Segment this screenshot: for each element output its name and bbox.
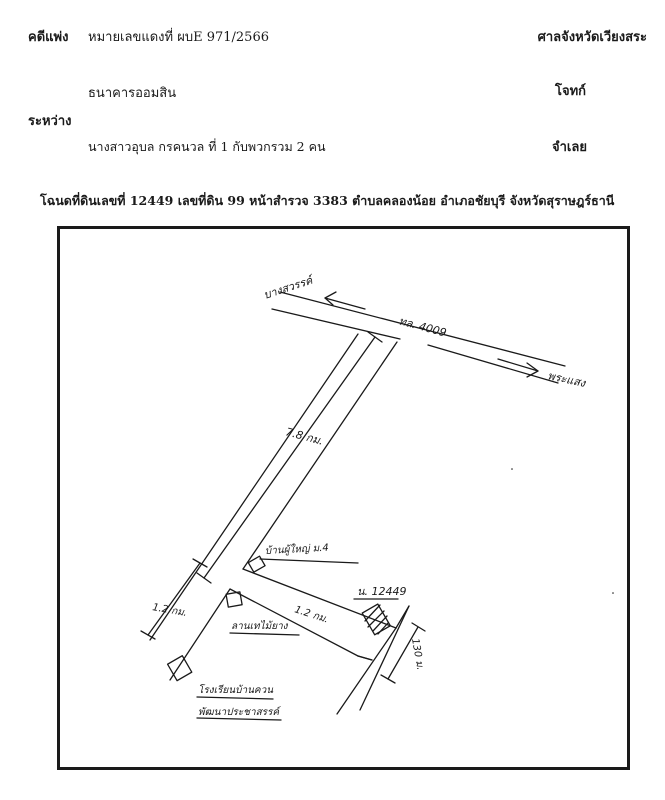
- label-left-distance: 1.2 กม.: [151, 602, 187, 619]
- arrow-southeast-line: [497, 358, 539, 372]
- side-road-end-cap: [357, 655, 373, 661]
- speck-1: [511, 468, 513, 470]
- distance-guide-parcel: [387, 626, 419, 680]
- label-parcel-number: น. 12449: [357, 585, 407, 598]
- distance-guide-main: [203, 336, 376, 579]
- parcel-12449-marker: [361, 603, 391, 636]
- rubber-yard-marker: [225, 591, 243, 608]
- arrow-southeast-head: [526, 362, 539, 378]
- location-map: บางสวรรค์ ทล. 4009 พระแสง 7.8 กม. บ้านผู…: [57, 226, 630, 770]
- distance-guide-left: [147, 562, 201, 636]
- distance-tick-bottom: [196, 572, 212, 584]
- label-side-road-distance: 1.2 กม.: [293, 604, 330, 625]
- arrow-northwest-line: [324, 297, 366, 310]
- label-highway: ทล. 4009: [397, 314, 448, 339]
- school-underline-1: [196, 696, 274, 700]
- side-road-top-edge: [242, 568, 397, 629]
- highway-edge-bottom-right: [427, 344, 559, 384]
- label-north-destination: บางสวรรค์: [262, 273, 317, 302]
- case-number: หมายเลขแดงที่ ผบE 971/2566: [88, 30, 269, 45]
- case-type-label: คดีแพ่ง: [28, 30, 69, 45]
- parcel-road-right: [359, 605, 410, 711]
- distance-tick-left-bottom: [140, 630, 156, 640]
- label-village-head-house: บ้านผู้ใหญ่ ม.4: [265, 542, 330, 557]
- distance-tick-top: [367, 331, 383, 343]
- village-head-house-marker: [247, 555, 266, 573]
- main-road-left-edge: [149, 333, 359, 641]
- speck-2: [612, 592, 614, 594]
- arrow-northwest-head: [324, 291, 337, 306]
- highway-edge-bottom-left: [271, 308, 401, 340]
- side-road-bottom-edge: [229, 588, 359, 657]
- main-road-right-edge-upper: [242, 341, 398, 570]
- main-road-right-edge-lower: [169, 588, 231, 681]
- parcel-road-left: [336, 627, 397, 715]
- label-school-line-2: พัฒนาประชาสรรค์: [198, 706, 281, 718]
- land-deed-description: โฉนดที่ดินเลขที่ 12449 เลขที่ดิน 99 หน้า…: [40, 193, 615, 208]
- label-rubber-yard: ลานเทไม้ยาง: [231, 620, 289, 632]
- school-marker: [166, 655, 193, 682]
- plaintiff-role-label: โจทก์: [555, 84, 587, 99]
- label-parcel-distance: 130 ม.: [409, 638, 425, 671]
- distance-tick-parcel-bottom: [380, 674, 396, 684]
- label-east-destination: พระแสง: [546, 369, 588, 390]
- distance-tick-parcel-top: [411, 622, 426, 632]
- court-name: ศาลจังหวัดเวียงสระ: [537, 30, 647, 45]
- rubber-yard-underline: [229, 632, 300, 636]
- map-drawing: บางสวรรค์ ทล. 4009 พระแสง 7.8 กม. บ้านผู…: [140, 273, 614, 721]
- between-label: ระหว่าง: [28, 114, 72, 129]
- defendant-role-label: จำเลย: [552, 140, 587, 155]
- village-head-underline: [259, 558, 359, 564]
- label-main-road-distance: 7.8 กม.: [284, 425, 324, 447]
- distance-tick-left-top: [192, 558, 208, 568]
- school-underline-2: [196, 717, 282, 721]
- defendant-name: นางสาวอุบล กรคนวล ที่ 1 กับพวกรวม 2 คน: [88, 139, 326, 154]
- plaintiff-name: ธนาคารออมสิน: [88, 86, 177, 101]
- highway-edge-top: [279, 291, 566, 367]
- label-school-line-1: โรงเรียนบ้านควน: [198, 684, 274, 696]
